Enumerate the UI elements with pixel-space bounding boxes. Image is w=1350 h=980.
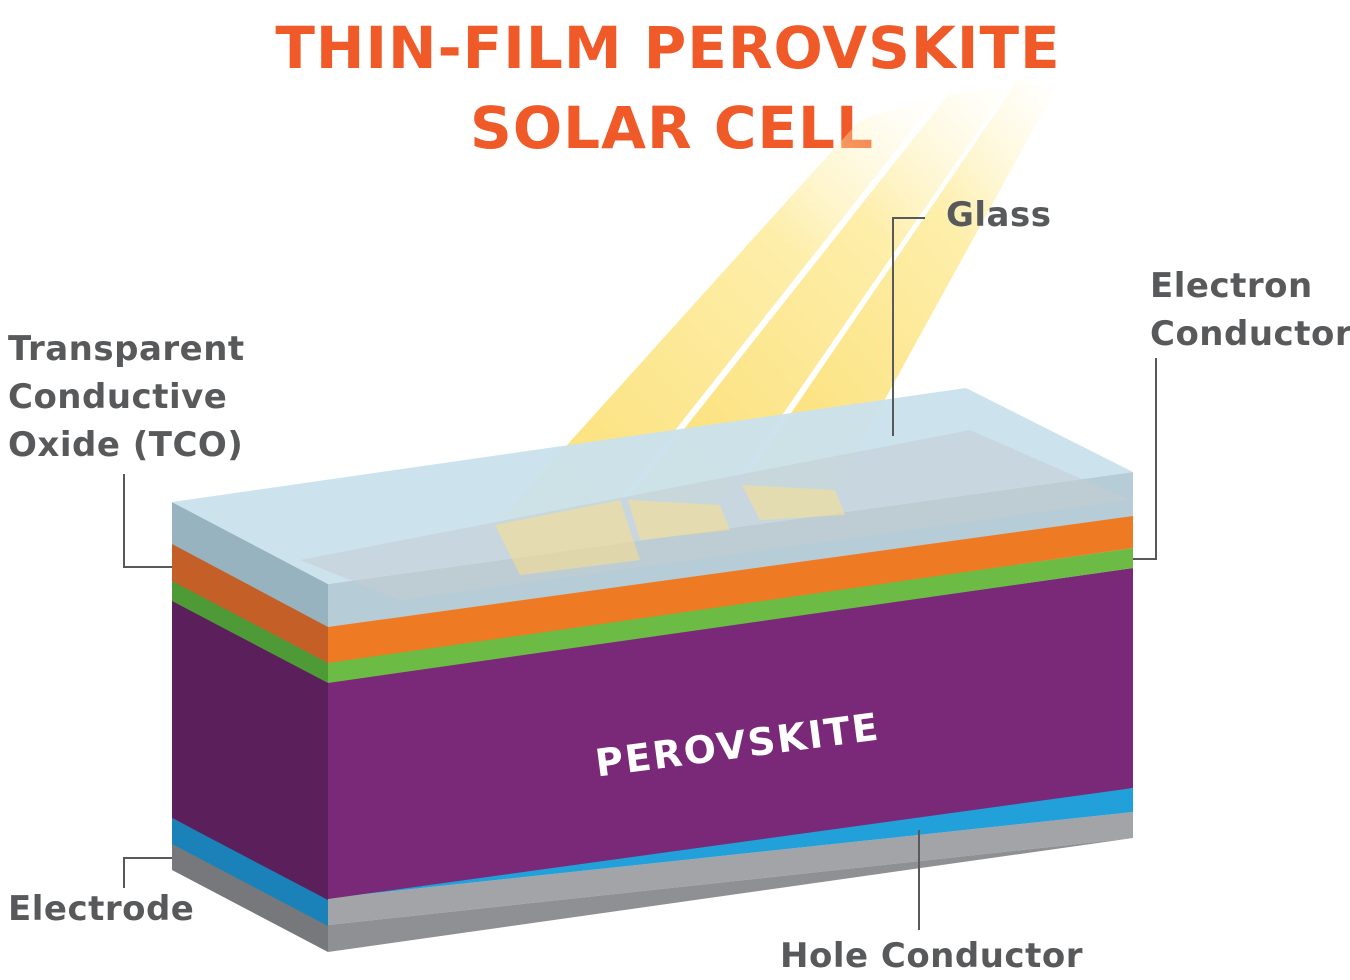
- electrode-layer-side: [172, 843, 328, 952]
- solar-cell-stack: PEROVSKITE: [172, 388, 1133, 952]
- electrode-layer-front: [328, 812, 1133, 925]
- title: THIN-FILM PEROVSKITE SOLAR CELL: [275, 14, 1060, 162]
- leader-lines: [123, 217, 1157, 930]
- electron-conductor-label-line-1: Electron: [1150, 266, 1313, 306]
- perovskite-layer-front: [328, 568, 1133, 899]
- sunlight-beam-1: [495, 95, 940, 525]
- beam-glow-on-glass: [495, 485, 845, 575]
- electrode-leader-line: [123, 857, 172, 888]
- title-line-1: THIN-FILM PEROVSKITE: [275, 14, 1060, 82]
- tco-label-line-1: Transparent: [8, 329, 245, 369]
- hole-conductor-label: Hole Conductor: [780, 936, 1083, 976]
- glass-label: Glass: [946, 195, 1051, 235]
- glass-layer-side: [172, 502, 328, 627]
- tco-leader-line: [123, 474, 172, 568]
- electron-conductor-layer-side: [172, 580, 328, 683]
- electron-conductor-leader-line: [1133, 358, 1157, 560]
- electron-conductor-label-line-2: Conductor: [1150, 314, 1350, 354]
- electrode-label: Electrode: [8, 889, 194, 929]
- tco-layer-front: [328, 515, 1133, 663]
- perovskite-layer-side: [172, 600, 328, 900]
- tco-layer-side: [172, 543, 328, 663]
- tco-label-line-3: Oxide (TCO): [8, 425, 243, 465]
- tco-label-line-2: Conductive: [8, 377, 227, 417]
- glass-layer-top: [172, 388, 1133, 584]
- hole-conductor-layer-side: [172, 818, 328, 926]
- glass-leader-line: [892, 217, 925, 436]
- sunlight-beam-3: [742, 80, 1055, 490]
- electron-conductor-layer-front: [328, 548, 1133, 683]
- electrode-layer-bottom: [328, 838, 1133, 952]
- labels: Glass Electron Conductor Transparent Con…: [8, 195, 1350, 976]
- title-line-2: SOLAR CELL: [470, 94, 874, 162]
- sunlight-beams: [495, 80, 1055, 525]
- sunlight-beam-2: [628, 85, 1010, 505]
